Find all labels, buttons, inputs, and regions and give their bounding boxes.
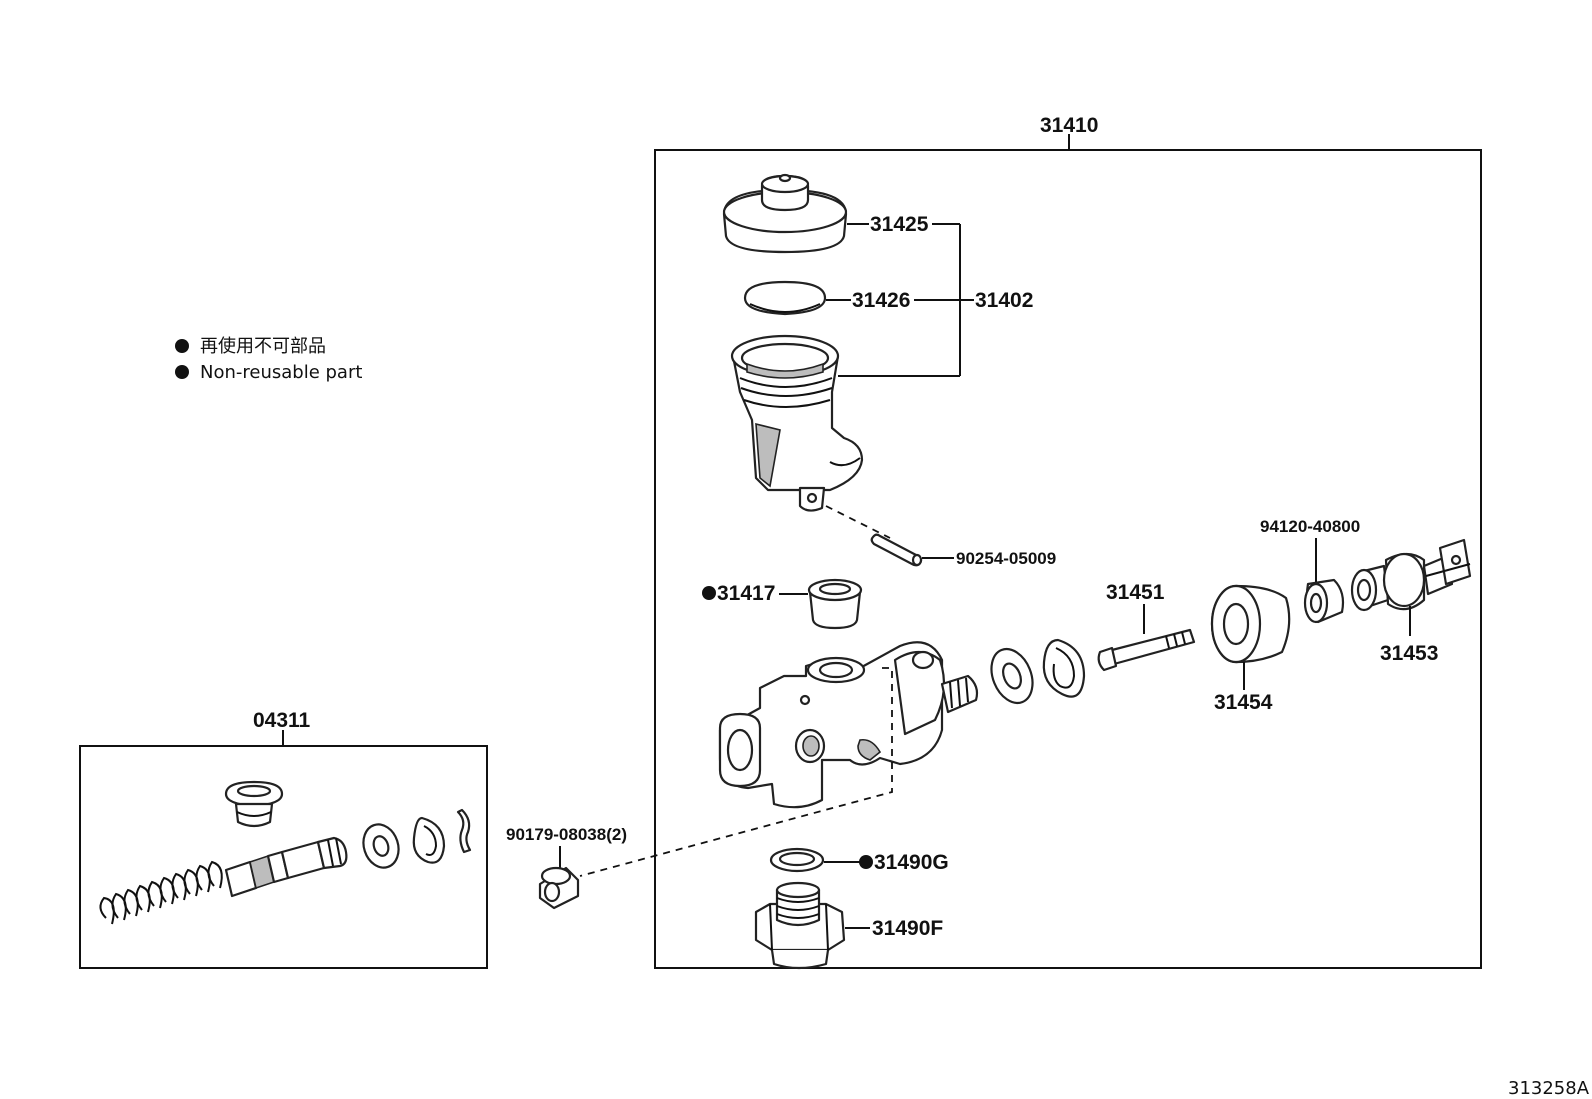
label-31425[interactable]: 31425: [870, 213, 929, 236]
label-94120-40800[interactable]: 94120-40800: [1260, 517, 1360, 536]
label-31490F[interactable]: 31490F: [872, 917, 943, 940]
label-31451[interactable]: 31451: [1106, 581, 1165, 604]
boot-part: [1210, 584, 1291, 664]
label-31417[interactable]: 31417: [717, 582, 775, 605]
reservoir-body-part: [730, 334, 864, 512]
non-reusable-bullet-icon: [702, 586, 716, 600]
non-reusable-bullet-icon: [175, 339, 189, 353]
spring-pin-part: [870, 533, 923, 567]
lock-nut-part: [1303, 578, 1345, 624]
snap-ring-part: [1042, 638, 1086, 698]
repair-kit-assembly: 04311: [79, 709, 488, 969]
kit-washer-part: [362, 823, 400, 869]
plug-part: [754, 881, 846, 970]
legend-english: Non-reusable part: [200, 362, 362, 383]
kit-grommet-part: [224, 780, 284, 828]
o-ring-part: [769, 847, 825, 873]
washer-part: [990, 647, 1034, 705]
non-reusable-bullet-icon: [859, 855, 873, 869]
legend-japanese: 再使用不可部品: [200, 336, 326, 357]
master-cylinder-assembly: 31410: [654, 114, 1482, 969]
legend: 再使用不可部品 Non-reusable part: [175, 336, 362, 383]
kit-piston-spring-part: [99, 836, 348, 925]
figure-id: 313258A: [1508, 1078, 1590, 1099]
bolt-fitting-part: [538, 866, 580, 910]
label-31410[interactable]: 31410: [1040, 114, 1098, 137]
assembly-frame-31410: [654, 149, 1482, 969]
label-31454[interactable]: 31454: [1214, 691, 1273, 714]
label-90179-08038[interactable]: 90179-08038(2): [506, 825, 627, 844]
label-31426[interactable]: 31426: [852, 289, 910, 312]
clevis-part: [1350, 538, 1472, 612]
master-cylinder-body-part: [718, 641, 979, 809]
non-reusable-bullet-icon: [175, 365, 189, 379]
kit-snap-ring-part: [412, 816, 446, 864]
label-90254-05009[interactable]: 90254-05009: [956, 549, 1056, 568]
kit-clip-part: [456, 808, 472, 854]
label-31490G[interactable]: 31490G: [874, 851, 949, 874]
push-rod-part: [1097, 628, 1196, 672]
label-31402[interactable]: 31402: [975, 289, 1033, 312]
label-31453[interactable]: 31453: [1380, 642, 1438, 665]
grommet-part: [807, 578, 863, 630]
reservoir-cap-part: [722, 173, 848, 254]
label-04311[interactable]: 04311: [253, 709, 311, 732]
reservoir-seal-part: [743, 280, 827, 316]
